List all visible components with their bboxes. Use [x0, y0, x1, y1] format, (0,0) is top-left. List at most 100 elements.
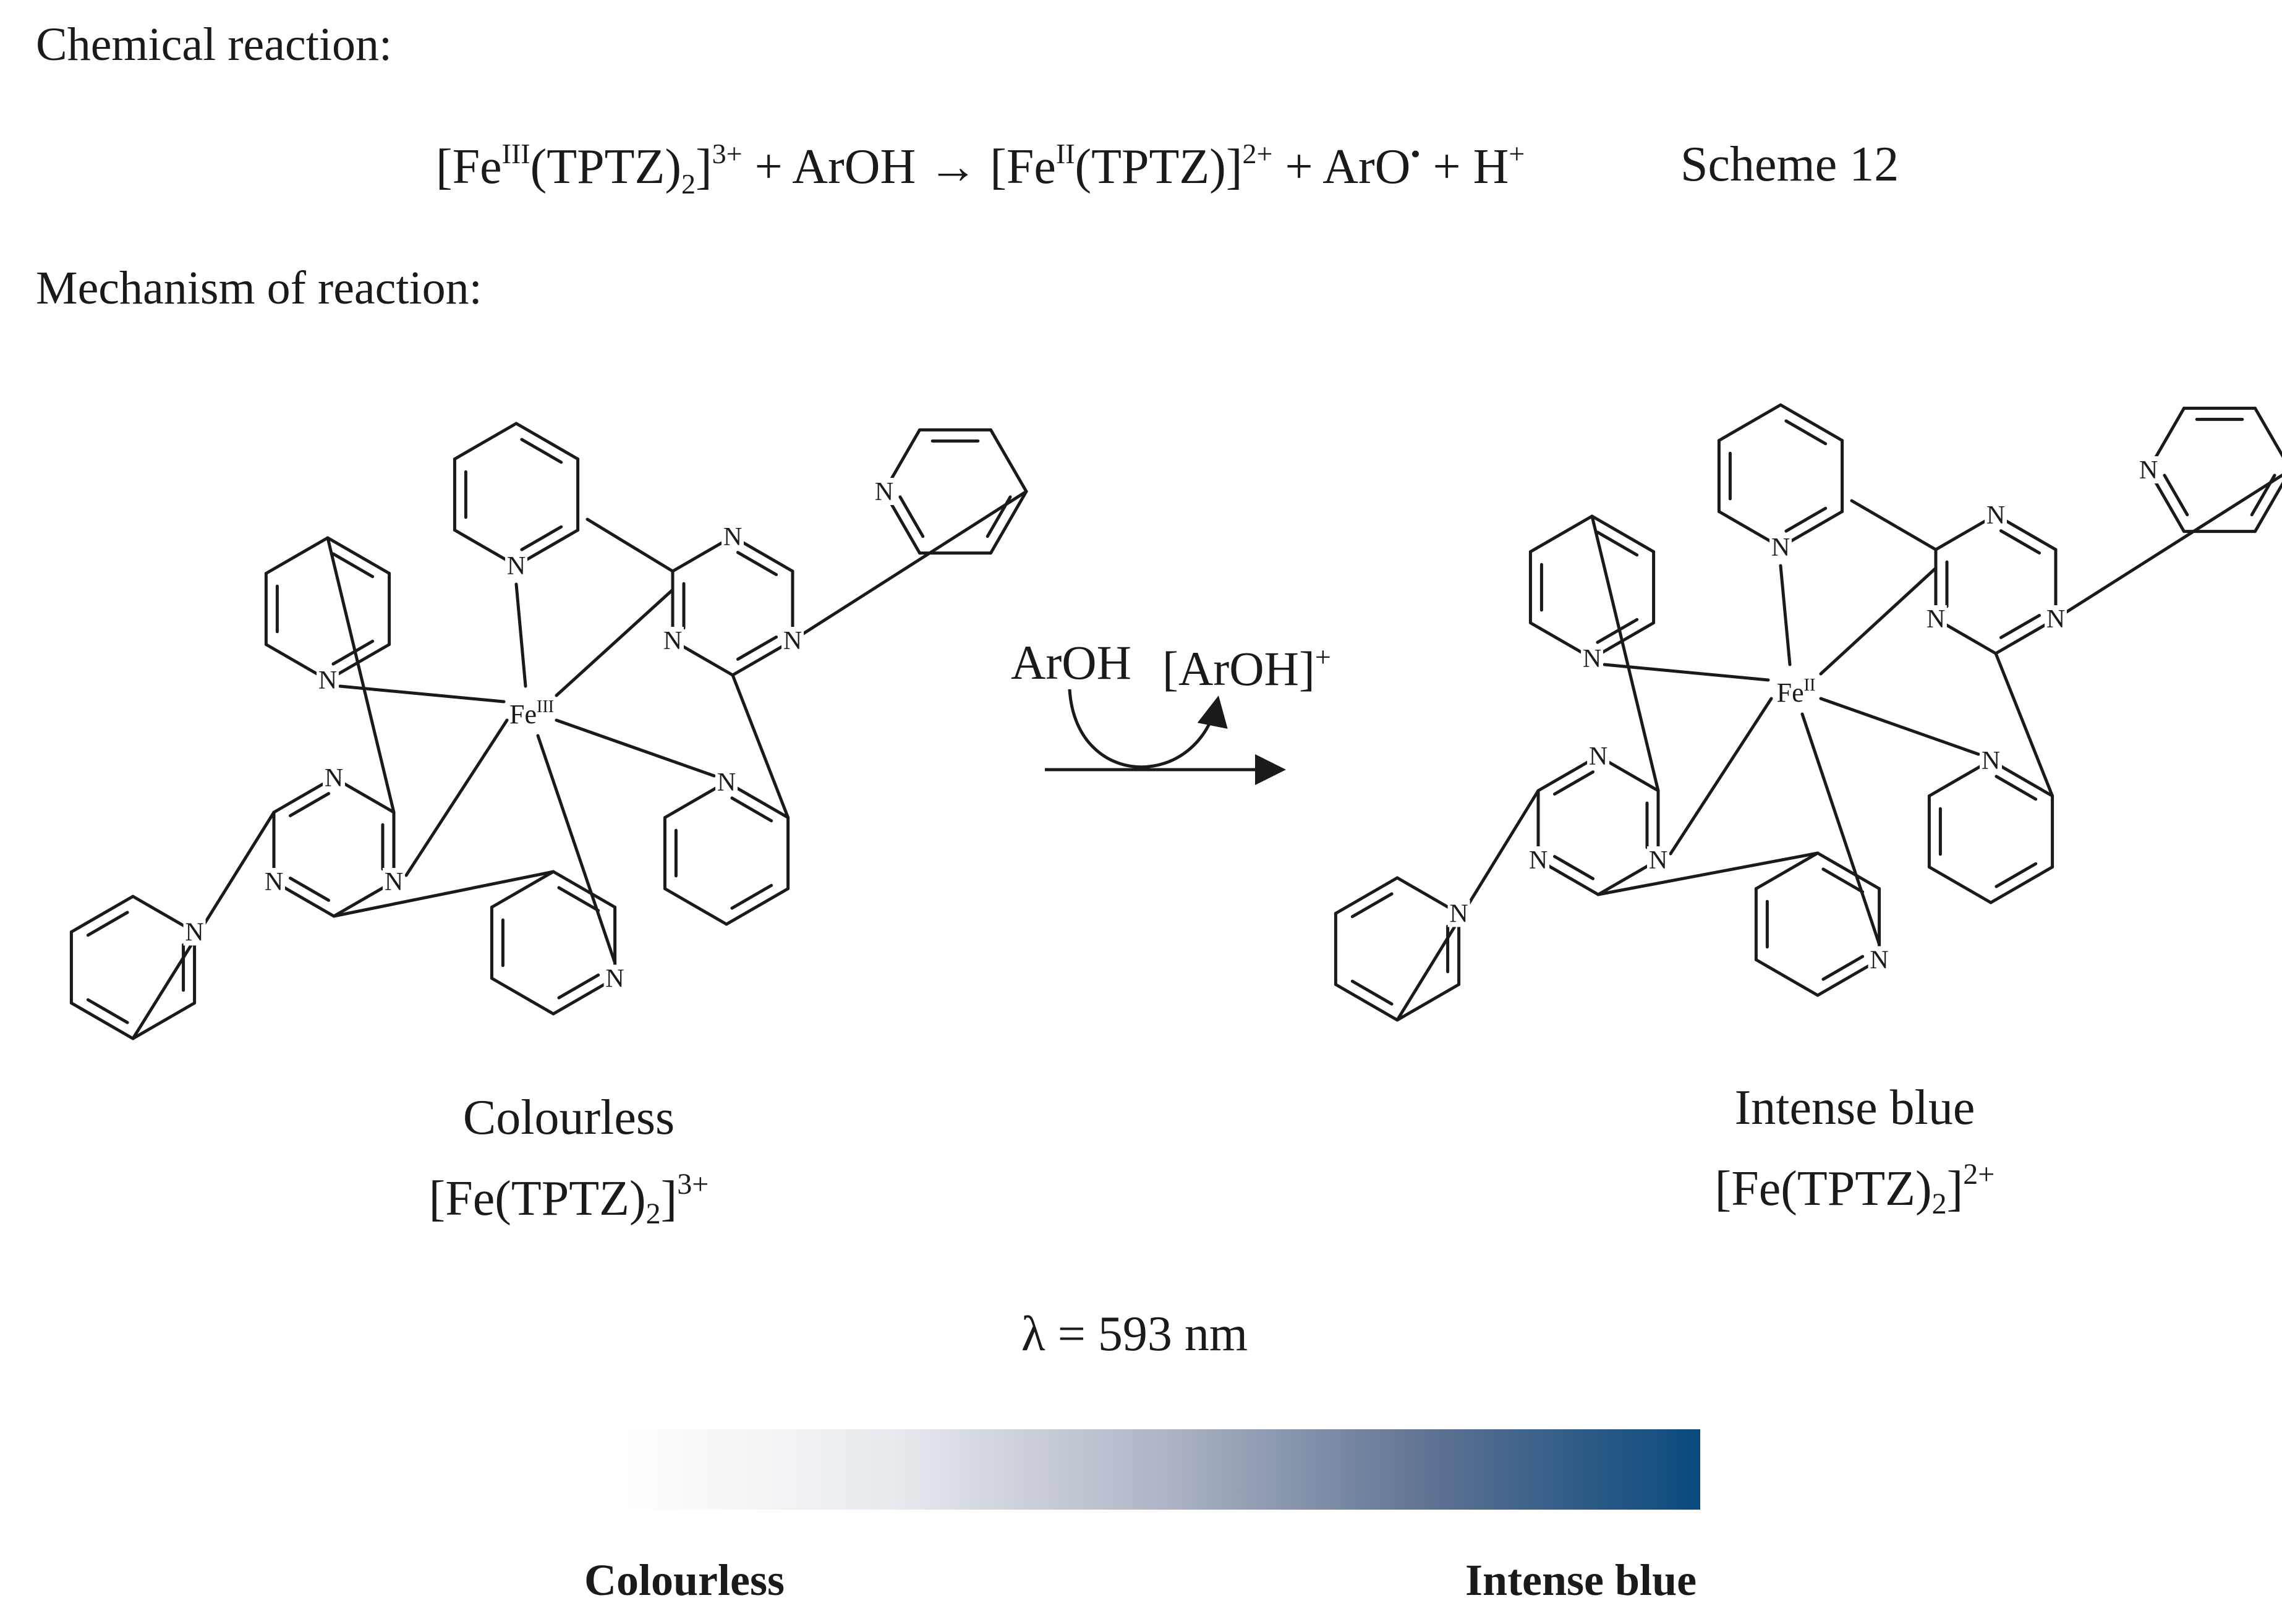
reaction-arrow: →: [928, 140, 978, 194]
right-formula-base: [Fe(TPTZ): [1714, 1162, 1932, 1216]
coord-bond: [404, 718, 509, 877]
ring-bond: [1395, 983, 1461, 1022]
right-formula-close: ]: [1946, 1162, 1964, 1216]
double-bond: [730, 796, 773, 823]
nitrogen-label: N: [723, 523, 742, 551]
coord-bond: [1669, 697, 1773, 856]
nitrogen-label: N: [1870, 946, 1888, 975]
double-bond: [1821, 867, 1865, 894]
double-bond: [1350, 979, 1394, 1006]
double-bond: [1995, 862, 2038, 888]
left-formula-sub: 2: [645, 1197, 661, 1230]
ring-bond: [1717, 403, 1782, 442]
ring-bond: [2254, 482, 2282, 534]
coord-bond: [1800, 712, 1881, 946]
ring-bond: [1590, 514, 1656, 553]
link-bond: [2054, 473, 2282, 621]
nitrogen-label-bg: [263, 868, 286, 895]
double-bond: [331, 552, 375, 579]
link-bond: [1590, 514, 1660, 793]
ring-bond: [69, 895, 135, 933]
reactant-1-charge: 3+: [712, 138, 743, 169]
nitrogen-label-bg: [382, 868, 405, 895]
nitrogen-label: N: [605, 965, 624, 993]
ring-bond: [1334, 983, 1399, 1022]
reactant-1-close: ]: [695, 140, 712, 194]
reactant-1-oxidation: III: [501, 138, 530, 169]
product-1-base: [Fe: [977, 140, 1056, 194]
coord-bond: [555, 718, 716, 778]
double-bond: [898, 495, 925, 538]
double-bond: [2163, 474, 2189, 517]
nitrogen-label: N: [318, 666, 337, 695]
nitrogen-label-bg: [1868, 946, 1891, 974]
coord-bond: [514, 582, 527, 688]
double-bond: [331, 639, 375, 666]
ring-bond: [131, 1001, 197, 1040]
right-formula-charge: 2+: [1963, 1158, 1995, 1191]
double-bond: [1350, 892, 1394, 919]
left-formula-caption: [Fe(TPTZ)2]3+: [429, 1170, 709, 1229]
nitrogen-label: N: [265, 868, 283, 896]
arrow-product-label: [ArOH]+: [1162, 641, 1331, 695]
double-bond: [1552, 854, 1595, 880]
nitrogen-label-bg: [1769, 534, 1792, 561]
coord-bond: [1819, 697, 1980, 756]
ring-bond: [453, 422, 518, 461]
nitrogen-label-bg: [1646, 846, 1669, 874]
double-bond: [1596, 530, 1639, 557]
ring-bond: [725, 887, 790, 926]
nitrogen-label-bg: [323, 764, 345, 791]
link-bond: [731, 673, 790, 819]
ring-bond: [2254, 406, 2282, 458]
ring-bond: [1927, 865, 1993, 904]
ring-bond: [1754, 958, 1820, 997]
nitrogen-label-bg: [781, 627, 804, 654]
link-bond: [1596, 851, 1820, 896]
scheme-label: Scheme 12: [1680, 137, 1899, 192]
nitrogen-label-bg: [1587, 742, 1609, 770]
nitrogen-label-bg: [873, 478, 895, 505]
product-1-ligand: (TPTZ)]: [1075, 140, 1243, 194]
ring-bond: [514, 422, 580, 461]
product-1-charge: 2+: [1242, 138, 1273, 169]
nitrogen-label-bg: [1527, 846, 1550, 874]
nitrogen-label-bg: [715, 768, 738, 796]
nitrogen-label: N: [1583, 645, 1601, 673]
ring-bond: [989, 490, 1028, 555]
ring-bond: [490, 977, 555, 1016]
nitrogen-label: N: [325, 764, 343, 793]
left-formula-base: [Fe(TPTZ): [428, 1171, 646, 1226]
product-1-oxidation: II: [1055, 138, 1075, 169]
nitrogen-label: N: [875, 478, 893, 506]
link-bond: [1994, 652, 2054, 797]
arrow-reagent-label: ArOH: [1011, 636, 1131, 689]
double-bond: [736, 635, 778, 661]
nitrogen-label: N: [1771, 534, 1790, 562]
wavelength-label: λ = 593 nm: [1021, 1307, 1248, 1361]
radical-dot: •: [1410, 138, 1421, 169]
nitrogen-label-bg: [603, 964, 626, 992]
left-formula-close: ]: [660, 1171, 678, 1226]
double-bond: [557, 886, 600, 912]
ring-bond: [1989, 865, 2054, 904]
double-bond: [288, 792, 331, 818]
double-bond: [1784, 506, 1828, 533]
nitrogen-label-bg: [183, 918, 206, 946]
double-bond: [730, 883, 773, 910]
reactant-1-subscript: 2: [681, 168, 696, 200]
ring-bond: [1754, 851, 1820, 890]
link-bond: [1850, 499, 1938, 551]
nitrogen-label: N: [385, 868, 403, 896]
nitrogen-label: N: [2139, 456, 2158, 485]
nitrogen-label: N: [783, 627, 802, 655]
ring-bond: [490, 870, 555, 909]
nitrogen-label-bg: [317, 666, 339, 694]
reactant-1-base: [Fe: [436, 140, 502, 194]
double-bond: [557, 973, 600, 1000]
nitrogen-label: N: [663, 627, 682, 655]
nitrogen-label-bg: [722, 523, 744, 550]
link-bond: [791, 490, 1028, 642]
plus-arOH: + ArOH: [742, 140, 929, 194]
nitrogen-label: N: [185, 919, 203, 947]
